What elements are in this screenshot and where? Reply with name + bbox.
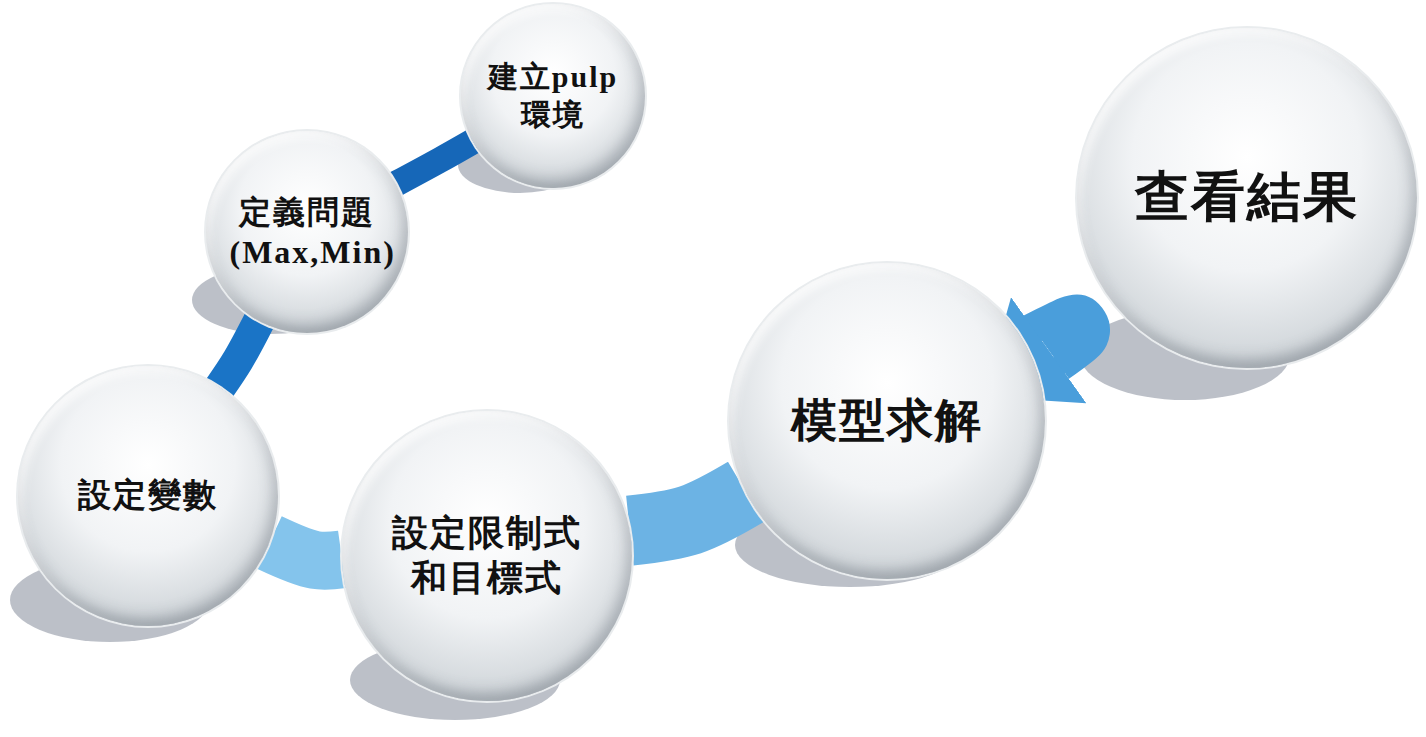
- step-circle: 設定限制式 和目標式: [342, 411, 632, 701]
- flow-connector: [396, 141, 473, 184]
- step-label: 查看結果: [1135, 164, 1359, 232]
- step-label: 模型求解: [791, 392, 983, 450]
- step-circle: 模型求解: [729, 263, 1045, 579]
- flow-connector: [269, 543, 342, 561]
- step-circle: 設定變數: [18, 366, 278, 626]
- flow-connector: [630, 492, 746, 531]
- step-circle: 查看結果: [1077, 28, 1417, 368]
- step-label: 設定變數: [78, 475, 218, 516]
- step-label: 設定限制式 和目標式: [375, 511, 600, 601]
- step-label: 建立pulp 環境: [485, 58, 621, 133]
- flow-connector: [1029, 330, 1075, 352]
- step-circle: 定義問題 (Max,Min): [206, 131, 408, 333]
- step-circle: 建立pulp 環境: [461, 4, 645, 188]
- step-label: 定義問題 (Max,Min): [229, 192, 384, 272]
- flow-connector: [220, 321, 259, 388]
